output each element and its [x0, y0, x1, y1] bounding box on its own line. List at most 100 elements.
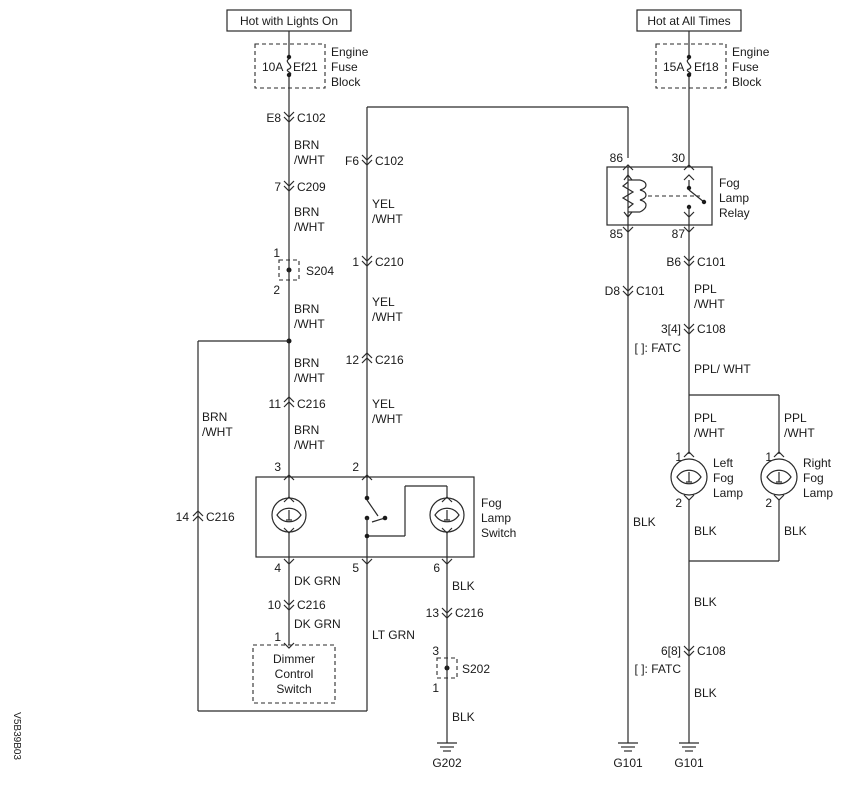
c216-pin12-pin: 12: [346, 353, 360, 367]
dimmer-pin-1: 1: [274, 630, 281, 644]
wire-blk-g101b: BLK: [694, 686, 717, 700]
left-lamp-pin-2: 2: [675, 496, 682, 510]
c102-e8-pin: E8: [266, 111, 281, 125]
wire-wht-5: /WHT: [294, 438, 325, 452]
s204-pin-1: 1: [273, 246, 280, 260]
fog-lamp-feed-wire: [688, 225, 780, 454]
g101-b-ground-icon: [679, 742, 699, 752]
lights-on-label: Hot with Lights On: [240, 14, 338, 28]
c216-pin14-connector-icon: [192, 510, 204, 522]
switch-pin2-entry-icon: [361, 474, 373, 481]
wire-yel-1: YEL: [372, 197, 395, 211]
relay-pin-30: 30: [672, 151, 686, 165]
wire-ppl-wht-1: /WHT: [694, 297, 725, 311]
c108-lower-pin: 6[8]: [661, 644, 681, 658]
g101-a-ground-icon: [618, 742, 638, 752]
switch-pin-4: 4: [274, 561, 281, 575]
wire-brn-3: BRN: [294, 302, 319, 316]
c108-lower-name: C108: [697, 644, 726, 658]
c101-b6-connector-icon: [683, 255, 695, 267]
c216-pin11-name: C216: [297, 397, 326, 411]
wire-wht-loop: /WHT: [202, 425, 233, 439]
lamp-ground-wire: [688, 500, 780, 743]
c216-pin11-connector-icon: [283, 396, 295, 408]
wire-blk-g202: BLK: [452, 710, 475, 724]
c102-f6-connector-icon: [361, 154, 373, 166]
wire-brn-2: BRN: [294, 205, 319, 219]
switch-pin-3: 3: [274, 460, 281, 474]
ef18-block-label-1: Engine: [732, 45, 770, 59]
ef21-block-label-1: Engine: [331, 45, 369, 59]
wire-wht-4: /WHT: [294, 371, 325, 385]
c216-pin13-name: C216: [455, 606, 484, 620]
wire-dk-grn-2: DK GRN: [294, 617, 341, 631]
g101-b-label: G101: [674, 756, 704, 770]
c209-name: C209: [297, 180, 326, 194]
c101-b6-pin: B6: [666, 255, 681, 269]
c101-d8-name: C101: [636, 284, 665, 298]
c102-f6-name: C102: [375, 154, 404, 168]
wire-brn-loop: BRN: [202, 410, 227, 424]
left-lamp-label-2: Fog: [713, 471, 734, 485]
c108-upper-pin: 3[4]: [661, 322, 681, 336]
dimmer-loop-wire: [197, 340, 367, 712]
relay-pin-85: 85: [610, 227, 624, 241]
switch-pin-5: 5: [352, 561, 359, 575]
dimmer-pin1-entry-icon: [283, 642, 295, 649]
right-lamp-pin-1: 1: [765, 450, 772, 464]
ef21-fuse-icon: [286, 54, 292, 78]
left-lamp-pin-1: 1: [675, 450, 682, 464]
c216-pin12-name: C216: [375, 353, 404, 367]
wire-ppl-wht-left: /WHT: [694, 426, 725, 440]
c216-pin11-pin: 11: [269, 397, 282, 411]
wire-yel-wht-2: /WHT: [372, 310, 403, 324]
relay-coil-icon: [621, 167, 700, 225]
c210-pin: 1: [352, 255, 359, 269]
switch-pin3-entry-icon: [283, 474, 295, 481]
all-times-label: Hot at All Times: [647, 14, 730, 28]
ef21-rating: 10A: [262, 60, 283, 74]
wire-brn-1: BRN: [294, 138, 319, 152]
c101-b6-name: C101: [697, 255, 726, 269]
s204-name: S204: [306, 264, 334, 278]
wire-blk-right-lamp: BLK: [784, 524, 807, 538]
left-lamp-label-3: Lamp: [713, 486, 743, 500]
switch-pin-2: 2: [352, 460, 359, 474]
dimmer-label-3: Switch: [276, 682, 311, 696]
s202-pin-3: 3: [432, 644, 439, 658]
right-lamp-label-3: Lamp: [803, 486, 833, 500]
c108-lower-fatc: [ ]: FATC: [635, 662, 682, 676]
c216-pin13-pin: 13: [426, 606, 440, 620]
right-lamp-label-2: Fog: [803, 471, 824, 485]
wire-blk-relay: BLK: [633, 515, 656, 529]
wire-blk-lamps: BLK: [694, 595, 717, 609]
c216-pin14-pin: 14: [176, 510, 190, 524]
ef21-fuse-block-outline: [254, 43, 326, 89]
c216-pin10-connector-icon: [283, 599, 295, 611]
wire-lt-grn: LT GRN: [372, 628, 415, 642]
wire-wht-1: /WHT: [294, 153, 325, 167]
relay-pin-87: 87: [672, 227, 686, 241]
switch-pin-6: 6: [433, 561, 440, 575]
c108-upper-connector-icon: [683, 323, 695, 335]
wire-blk-sw: BLK: [452, 579, 475, 593]
c216-pin12-connector-icon: [361, 352, 373, 364]
ef21-block-label-2: Fuse: [331, 60, 358, 74]
switch-indicator-lamp-icon: [429, 486, 465, 557]
c108-upper-fatc: [ ]: FATC: [635, 341, 682, 355]
c101-d8-connector-icon: [622, 285, 634, 297]
dimmer-label-2: Control: [275, 667, 314, 681]
g202-label: G202: [432, 756, 462, 770]
ef21-name: Ef21: [293, 60, 318, 74]
c102-f6-pin: F6: [345, 154, 359, 168]
c210-name: C210: [375, 255, 404, 269]
wire-ppl-left: PPL: [694, 411, 717, 425]
c216-pin13-connector-icon: [441, 607, 453, 619]
ef18-block-label-2: Fuse: [732, 60, 759, 74]
ef18-name: Ef18: [694, 60, 719, 74]
s202-pin-1: 1: [432, 681, 439, 695]
switch-name-2: Lamp: [481, 511, 511, 525]
relay-pin86-entry-icon: [622, 164, 634, 171]
c108-lower-connector-icon: [683, 645, 695, 657]
